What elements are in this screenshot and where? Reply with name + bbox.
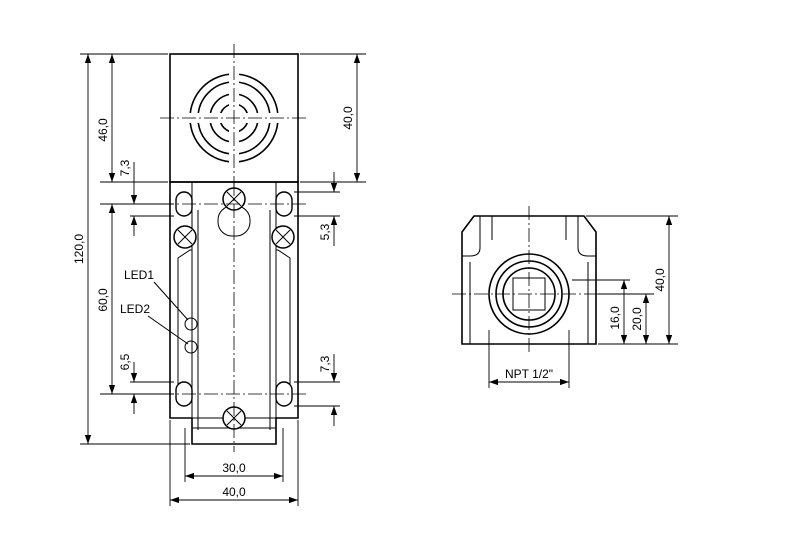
dim-side-center-height: 20,0 [630,307,644,331]
dim-thread: NPT 1/2" [505,367,553,381]
screw-icon [271,225,295,249]
dim-inner-width: 30,0 [222,461,246,475]
dim-bottom-hole-offset-right: 7,3 [318,355,332,372]
dim-side-height: 40,0 [653,268,667,292]
led1-label: LED1 [124,268,154,282]
side-dimensions: 40,0 20,0 16,0 NPT 1/2" [488,215,678,388]
front-dimensions: 120,0 46,0 7,3 60,0 6,5 40,0 5,3 7,3 [72,53,366,506]
dim-outer-width: 40,0 [222,485,246,499]
dim-side-port-height: 16,0 [608,306,622,330]
side-body [461,215,597,345]
dim-bottom-hole-offset: 6,5 [118,353,132,370]
dim-overall-height: 120,0 [72,234,86,264]
dim-head-height: 46,0 [96,118,110,142]
dim-head-width-side: 40,0 [341,106,355,130]
sensing-face-icon [160,44,308,192]
screw-icon [222,406,246,430]
led2-indicator [184,340,198,354]
dim-top-hole-offset: 7,3 [118,159,132,176]
side-view [452,206,606,354]
housing-body [169,181,299,445]
led1-indicator [184,317,198,331]
dim-hole-spacing: 60,0 [96,288,110,312]
screw-icon [173,225,197,249]
dim-screw-offset: 5,3 [318,223,332,240]
front-view: LED1 LED2 [120,44,308,452]
led2-label: LED2 [120,302,150,316]
